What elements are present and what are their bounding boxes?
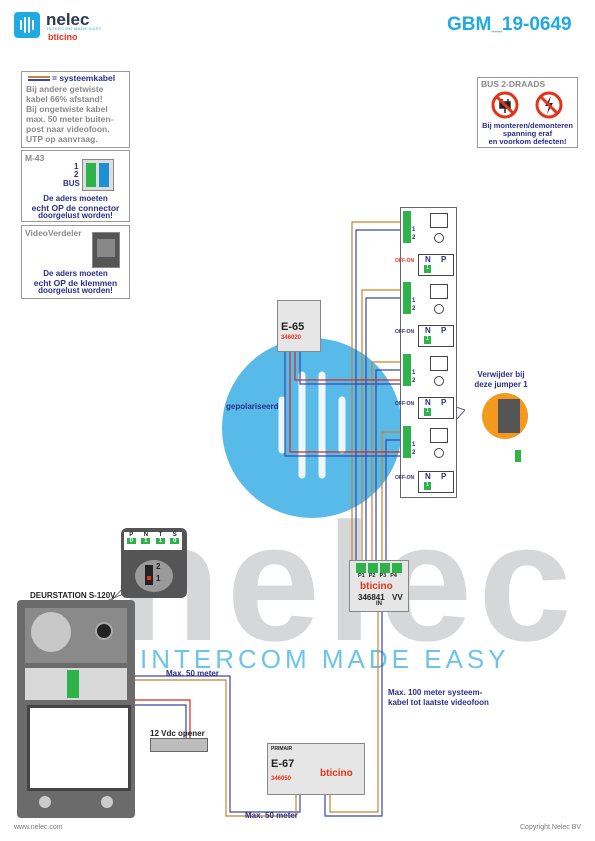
monitor-1: 1 2 OFF-ON N P 1 <box>395 207 455 277</box>
monitor-button-icon <box>434 304 444 314</box>
monitor-screen-icon <box>430 284 448 299</box>
cable-note-line: Bij ongetwiste kabel <box>26 104 108 114</box>
doorstation-button-icon <box>39 796 51 808</box>
watermark-tagline: INTERCOM MADE EASY <box>140 644 510 674</box>
bus2-note-line: spanning eraf <box>502 129 553 138</box>
videoverdeler-note-line: doorgelust worden! <box>38 286 113 295</box>
cable-note-title: = systeemkabel <box>52 73 116 83</box>
jumper-connector <box>498 399 520 433</box>
monitor-1-term-2: 2 <box>412 235 416 241</box>
monitor-button-icon <box>434 448 444 458</box>
label-gepolariseerd: gepolariseerd <box>226 402 279 411</box>
e67-code: 346050 <box>271 776 292 782</box>
opener-label: 12 Vdc opener <box>150 729 205 738</box>
cable-note-box: = systeemkabel Bij andere getwiste kabel… <box>21 71 130 148</box>
distributor-vv: VV <box>392 593 403 602</box>
videoverdeler-note-line: De aders moeten <box>43 269 108 278</box>
bus2-note-line: Bij monteren/demonteren <box>482 121 573 130</box>
e67-name: E-67 <box>271 758 295 770</box>
monitor-4: 1 2 OFF-ON N P 1 <box>395 422 455 494</box>
e67-primair: PRIMAIR <box>271 746 293 752</box>
distributor-brand: bticino <box>360 581 393 592</box>
m43-term-2: 2 <box>74 170 79 179</box>
no-plug-icon <box>491 91 519 119</box>
videoverdeler-device <box>92 232 120 268</box>
label-max50-top: Max. 50 meter <box>166 669 219 678</box>
m43-note-line: doorgelust worden! <box>38 211 113 220</box>
cable-note-line: post naar videofoon. <box>26 124 110 134</box>
monitor-screen-icon <box>430 213 448 228</box>
doorstation <box>17 600 135 818</box>
m43-title: M-43 <box>25 153 45 163</box>
e67-brand: bticino <box>320 768 353 779</box>
doorstation-button-icon <box>101 796 113 808</box>
footer-copyright: Copyright Nelec BV <box>520 824 582 831</box>
cable-symbol-icon <box>28 76 50 81</box>
camera-icon <box>95 622 113 640</box>
jumper-note: Verwijder bij deze jumper 1 <box>474 370 528 389</box>
m43-note-line: echt OP de connector <box>31 202 120 213</box>
cable-note-line: Bij andere getwiste <box>26 84 104 94</box>
bus2-title: BUS 2-DRAADS <box>481 79 546 89</box>
brand-tagline: INTERCOM MADE EASY <box>47 26 102 31</box>
cable-note-line: kabel 66% afstand! <box>26 94 103 104</box>
videoverdeler-note-line: echt OP de klemmen <box>33 277 118 288</box>
monitor-button-icon <box>434 233 444 243</box>
videoverdeler-title: VideoVerdeler <box>25 228 82 238</box>
monitor-np-box: N P 1 <box>418 254 454 276</box>
label-max50-bottom: Max. 50 meter <box>245 811 298 820</box>
speaker-icon <box>31 612 71 652</box>
m43-note-box: M-43 1 2 BUS De aders moeten echt OP de … <box>21 150 130 222</box>
monitor-screen-icon <box>430 428 448 443</box>
m43-bus: BUS <box>63 179 80 188</box>
m43-note-line: De aders moeten <box>43 194 108 203</box>
no-voltage-icon <box>535 91 563 119</box>
brand-name: nelec <box>46 10 90 29</box>
doc-id: GBM_19-0649 <box>447 14 572 35</box>
cable-note-line: max. 50 meter buiten- <box>26 114 114 124</box>
m43-connector <box>82 159 114 191</box>
e67-power-supply: PRIMAIR E-67 346050 bticino <box>267 743 365 795</box>
bus2-note-line: en voorkom defecten! <box>488 137 567 146</box>
monitor-3: 1 2 OFF-ON N P 1 <box>395 350 455 420</box>
cable-note-line: UTP op aanvraag. <box>26 134 98 144</box>
monitor-2: 1 2 OFF-ON N P 1 <box>395 278 455 348</box>
monitor-off-on: OFF-ON <box>395 258 415 264</box>
m43-term-1: 1 <box>74 162 79 171</box>
bticino-logo: bticino <box>48 32 78 42</box>
footer-website[interactable]: www.nelec.com <box>14 824 63 831</box>
door-opener <box>150 738 208 752</box>
nelec-logo-icon <box>14 12 40 38</box>
jumper-icon <box>515 450 521 462</box>
e65-name: E-65 <box>281 321 305 333</box>
distributor-in: IN <box>376 601 382 607</box>
watermark-bars-icon <box>278 371 346 479</box>
doorstation-title: DEURSTATION S-120V <box>30 591 116 600</box>
watermark-word: nelec <box>118 488 578 676</box>
e65-power-supply: E-65 346020 <box>277 300 321 352</box>
monitor-button-icon <box>434 376 444 386</box>
videoverdeler-note-box: VideoVerdeler De aders moeten echt OP de… <box>21 225 130 299</box>
monitor-1-term-1: 1 <box>412 227 416 233</box>
e65-code: 346020 <box>281 335 302 341</box>
bus2-note-box: BUS 2-DRAADS Bij monteren/demonteren spa… <box>477 77 578 148</box>
distributor-code: 346841 <box>358 593 385 602</box>
monitor-screen-icon <box>430 356 448 371</box>
jumper-zoom-circle <box>482 393 528 439</box>
label-max100: Max. 100 meter systeem- kabel tot laatst… <box>388 688 489 707</box>
